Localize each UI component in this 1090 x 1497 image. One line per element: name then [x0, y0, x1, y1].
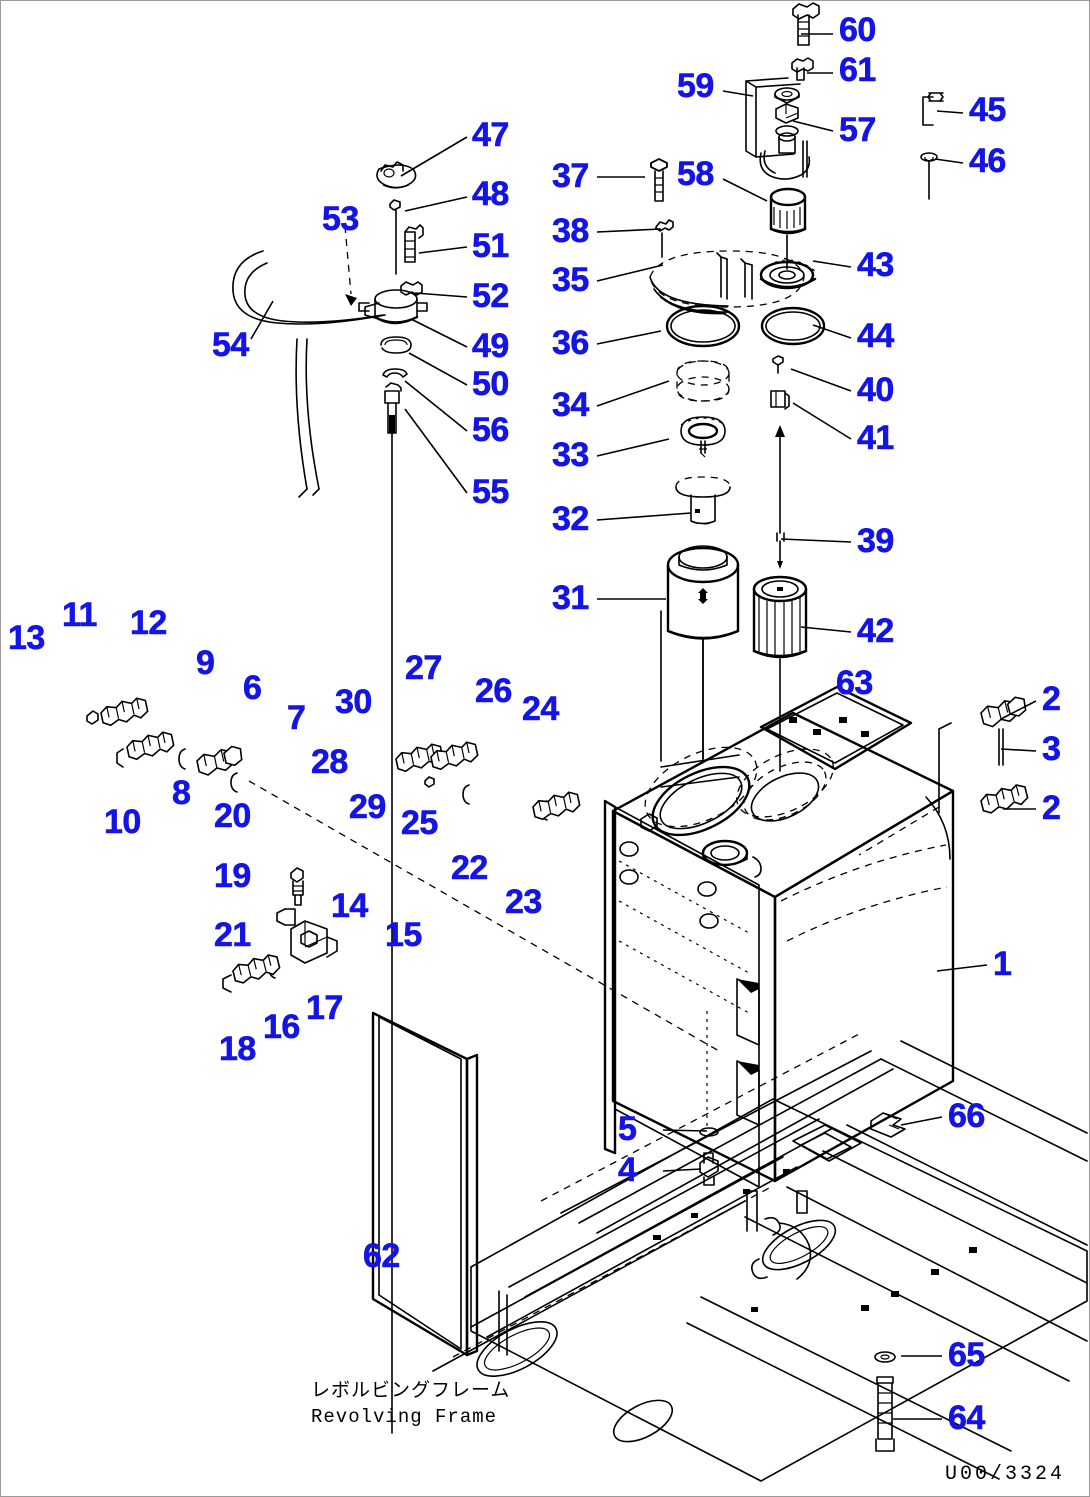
callout-32: 32	[552, 500, 590, 538]
callout-20: 20	[214, 797, 252, 835]
callout-36: 36	[552, 324, 590, 362]
callout-49: 49	[472, 327, 510, 365]
o-ring-gaskets	[665, 304, 826, 348]
hydraulic-tank-body	[603, 610, 955, 1188]
filter-element-stack	[666, 355, 808, 772]
callout-60: 60	[839, 11, 877, 49]
callout-51: 51	[472, 227, 510, 265]
callout-43: 43	[857, 246, 895, 284]
bolt-37	[650, 158, 668, 172]
callout-40: 40	[857, 371, 895, 409]
callout-50: 50	[472, 365, 510, 403]
callout-58: 58	[677, 155, 715, 193]
callout-48: 48	[472, 175, 510, 213]
bolt-and-washer-64-65	[874, 1351, 896, 1452]
callout-24: 24	[522, 690, 560, 728]
callout-8: 8	[172, 774, 192, 812]
bracket-66	[870, 1112, 906, 1138]
callout-14: 14	[331, 887, 369, 925]
callout-2: 2	[1042, 680, 1062, 718]
callout-10: 10	[104, 803, 142, 841]
callout-42: 42	[857, 612, 895, 650]
callout-39: 39	[857, 522, 895, 560]
callout-30: 30	[335, 683, 373, 721]
callout-16: 16	[263, 1008, 301, 1046]
callout-12: 12	[130, 604, 168, 642]
callout-2: 2	[1042, 789, 1062, 827]
callout-55: 55	[472, 473, 510, 511]
callout-35: 35	[552, 261, 590, 299]
callout-25: 25	[401, 804, 439, 842]
callout-54: 54	[212, 326, 250, 364]
callout-66: 66	[948, 1097, 986, 1135]
callout-53: 53	[322, 200, 360, 238]
callout-17: 17	[306, 989, 344, 1027]
callout-62: 62	[363, 1237, 401, 1275]
callout-11: 11	[62, 596, 98, 634]
hydraulic-fittings	[86, 695, 720, 1052]
drawing-number: U00/3324	[945, 1463, 1066, 1486]
callout-13: 13	[8, 619, 46, 657]
callout-56: 56	[472, 411, 510, 449]
breather-assembly	[650, 2, 944, 290]
callout-9: 9	[196, 644, 216, 682]
callout-21: 21	[214, 916, 252, 954]
callout-31: 31	[552, 579, 590, 617]
callout-57: 57	[839, 111, 877, 149]
callout-38: 38	[552, 212, 590, 250]
callout-4: 4	[618, 1151, 638, 1189]
callout-27: 27	[405, 649, 443, 687]
callout-41: 41	[857, 419, 895, 457]
callout-3: 3	[1042, 730, 1062, 768]
callout-7: 7	[287, 699, 307, 737]
callout-37: 37	[552, 157, 590, 195]
callout-63: 63	[836, 664, 874, 702]
callout-46: 46	[969, 142, 1007, 180]
callout-33: 33	[552, 436, 590, 474]
callout-59: 59	[677, 67, 715, 105]
callout-26: 26	[475, 672, 513, 710]
callout-45: 45	[969, 91, 1007, 129]
right-side-fittings	[858, 694, 1030, 856]
callout-23: 23	[505, 883, 543, 921]
tank-cover-plates	[649, 219, 805, 315]
callout-22: 22	[451, 849, 489, 887]
callout-1: 1	[993, 945, 1013, 983]
callout-64: 64	[948, 1399, 986, 1437]
callout-47: 47	[472, 116, 510, 154]
callout-61: 61	[839, 51, 877, 89]
callout-65: 65	[948, 1336, 986, 1374]
callout-5: 5	[618, 1110, 638, 1148]
callout-15: 15	[385, 916, 423, 954]
callout-52: 52	[472, 277, 510, 315]
frame-caption-english: Revolving Frame	[311, 1406, 498, 1428]
callout-18: 18	[219, 1030, 257, 1068]
revolving-frame	[432, 1032, 1088, 1482]
callout-6: 6	[243, 669, 263, 707]
frame-caption-japanese: レボルビングフレーム	[311, 1380, 511, 1402]
side-cover-panel	[371, 1011, 479, 1357]
callout-19: 19	[214, 857, 252, 895]
callout-28: 28	[311, 743, 349, 781]
callout-44: 44	[857, 317, 895, 355]
callout-29: 29	[349, 788, 387, 826]
callout-34: 34	[552, 386, 590, 424]
